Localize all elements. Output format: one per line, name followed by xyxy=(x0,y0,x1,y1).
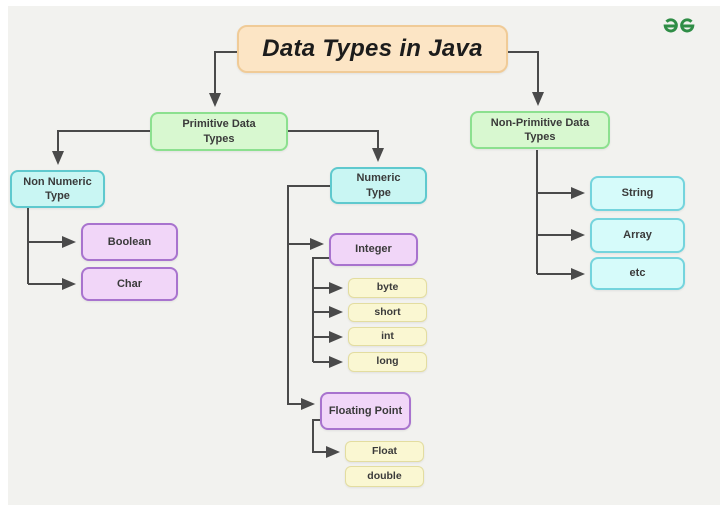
node-long: long xyxy=(348,352,427,372)
node-floating-point: Floating Point xyxy=(320,392,411,430)
node-string: String xyxy=(590,176,685,211)
node-etc: etc xyxy=(590,257,685,290)
node-primitive-data-types: Primitive Data Types xyxy=(150,112,288,151)
node-non-numeric-type: Non Numeric Type xyxy=(10,170,105,208)
node-boolean: Boolean xyxy=(81,223,178,261)
node-float: Float xyxy=(345,441,424,462)
node-non-primitive-data-types: Non-Primitive Data Types xyxy=(470,111,610,149)
node-byte: byte xyxy=(348,278,427,298)
node-double: double xyxy=(345,466,424,487)
title-node: Data Types in Java xyxy=(237,25,508,73)
node-short: short xyxy=(348,303,427,322)
node-array: Array xyxy=(590,218,685,253)
node-int: int xyxy=(348,327,427,346)
node-numeric-type: Numeric Type xyxy=(330,167,427,204)
node-integer: Integer xyxy=(329,233,418,266)
node-char: Char xyxy=(81,267,178,301)
geeksforgeeks-logo-icon xyxy=(663,18,695,33)
